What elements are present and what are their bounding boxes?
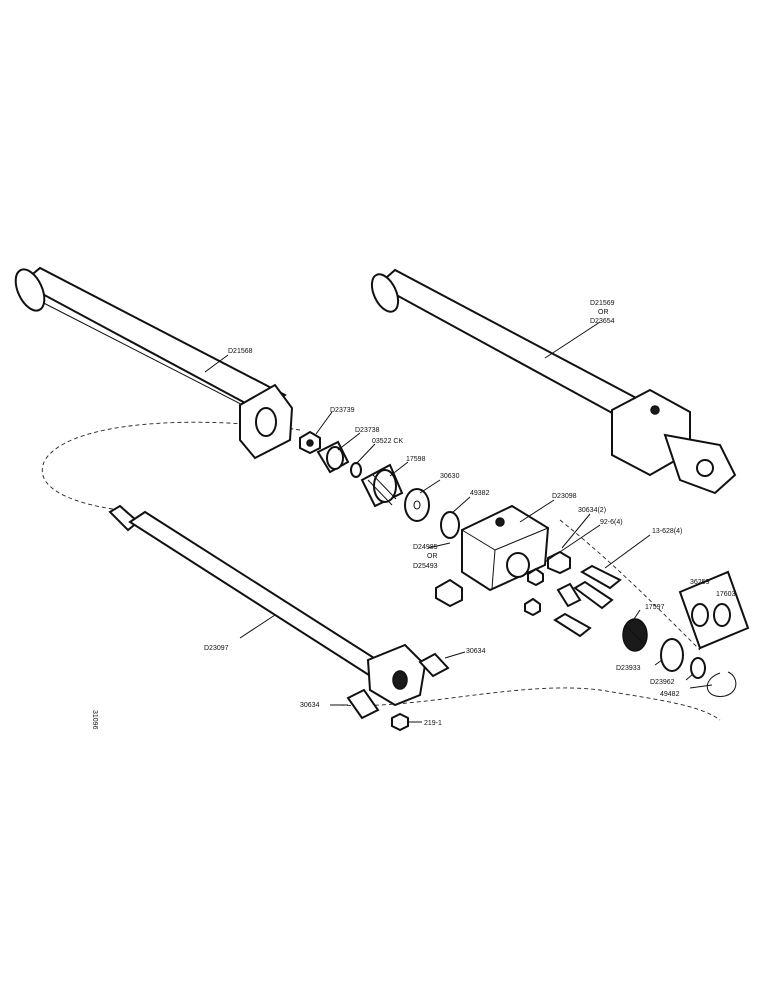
label-92-6-4: 92-6(4) — [600, 519, 623, 526]
label-d23962: D23962 — [650, 679, 675, 686]
washers-92-6 — [524, 567, 544, 617]
washer-30630 — [404, 488, 430, 522]
label-d21569: D21569 — [590, 300, 615, 307]
fitting-219-1 — [391, 712, 409, 732]
figure-code: 31096 — [91, 710, 98, 730]
label-d23654: D23654 — [590, 318, 615, 325]
ring-03522 — [350, 462, 362, 478]
label-30634-a: 30634 — [466, 648, 486, 655]
label-d23097: D23097 — [204, 645, 229, 652]
spring-17597 — [622, 618, 648, 652]
label-30634-b: 30634 — [300, 702, 320, 709]
ring-d23962 — [690, 657, 706, 679]
nut-d23739 — [299, 430, 321, 455]
label-219-1: 219-1 — [424, 720, 442, 727]
label-03522-ck: 03522 CK — [372, 438, 403, 445]
label-d23738: D23738 — [355, 427, 380, 434]
bolts-13-628 — [553, 564, 622, 638]
label-49382: 49382 — [470, 490, 490, 497]
valve-body-d23098 — [461, 504, 550, 592]
label-or-2: OR — [427, 553, 438, 560]
label-30634-2: 30634(2) — [578, 507, 606, 514]
inset-box-36259-17603 — [678, 570, 750, 650]
cylinder-tube-left — [14, 266, 294, 460]
group-loop — [42, 421, 721, 721]
label-30630: 30630 — [440, 473, 460, 480]
label-d21568: D21568 — [228, 348, 253, 355]
label-or-1: OR — [598, 309, 609, 316]
label-17598: 17598 — [406, 456, 426, 463]
label-d23933: D23933 — [616, 665, 641, 672]
cylinder-tube-right — [370, 268, 737, 495]
packing-17598 — [360, 463, 404, 508]
bushing-d23738 — [316, 440, 350, 474]
label-d24985: D24985 — [413, 544, 438, 551]
label-36259: 36259 — [690, 579, 710, 586]
piston-rod-d23097 — [108, 504, 427, 707]
label-17603: 17603 — [716, 591, 736, 598]
label-d23098: D23098 — [552, 493, 577, 500]
bushing-30634-a — [418, 652, 450, 678]
o-ring-49382 — [440, 511, 460, 539]
label-d25493: D25493 — [413, 563, 438, 570]
leader-lines — [204, 321, 713, 723]
label-17597: 17597 — [645, 604, 665, 611]
label-13-628-4: 13-628(4) — [652, 528, 682, 535]
bushing-30634-b — [346, 688, 380, 720]
label-d23739: D23739 — [330, 407, 355, 414]
group-loop-right — [559, 519, 701, 651]
label-49482: 49482 — [660, 691, 680, 698]
snap-ring-49482 — [707, 671, 737, 697]
retainer-d23933 — [660, 638, 684, 672]
